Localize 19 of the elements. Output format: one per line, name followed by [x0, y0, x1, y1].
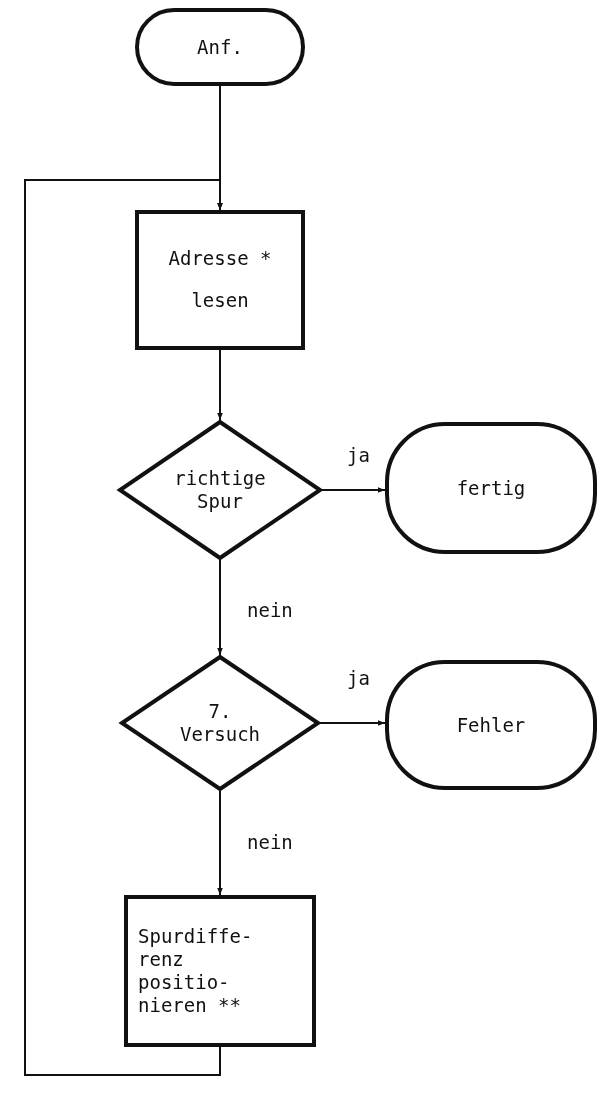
- node-text: richtige Spur: [173, 467, 267, 513]
- arrow: [321, 487, 386, 493]
- process-box: [135, 210, 305, 350]
- decision-diamond: [120, 655, 320, 791]
- edge-label: ja: [345, 668, 372, 689]
- node-text: Spurdiffe- renz positio- nieren **: [138, 925, 254, 1017]
- node-text: Fehler: [456, 713, 526, 737]
- process-box: [124, 895, 316, 1047]
- arrow: [217, 349, 223, 421]
- arrow: [217, 790, 223, 896]
- node-text: Anf.: [197, 35, 243, 59]
- node-text: fertig: [456, 476, 526, 500]
- node-text: Adresse * lesen: [167, 246, 273, 313]
- decision-diamond: [118, 420, 322, 560]
- edge-label: ja: [345, 445, 372, 466]
- node-text: 7. Versuch: [178, 700, 262, 746]
- arrow: [217, 559, 223, 656]
- arrow: [319, 720, 386, 726]
- arrow: [24, 179, 223, 1076]
